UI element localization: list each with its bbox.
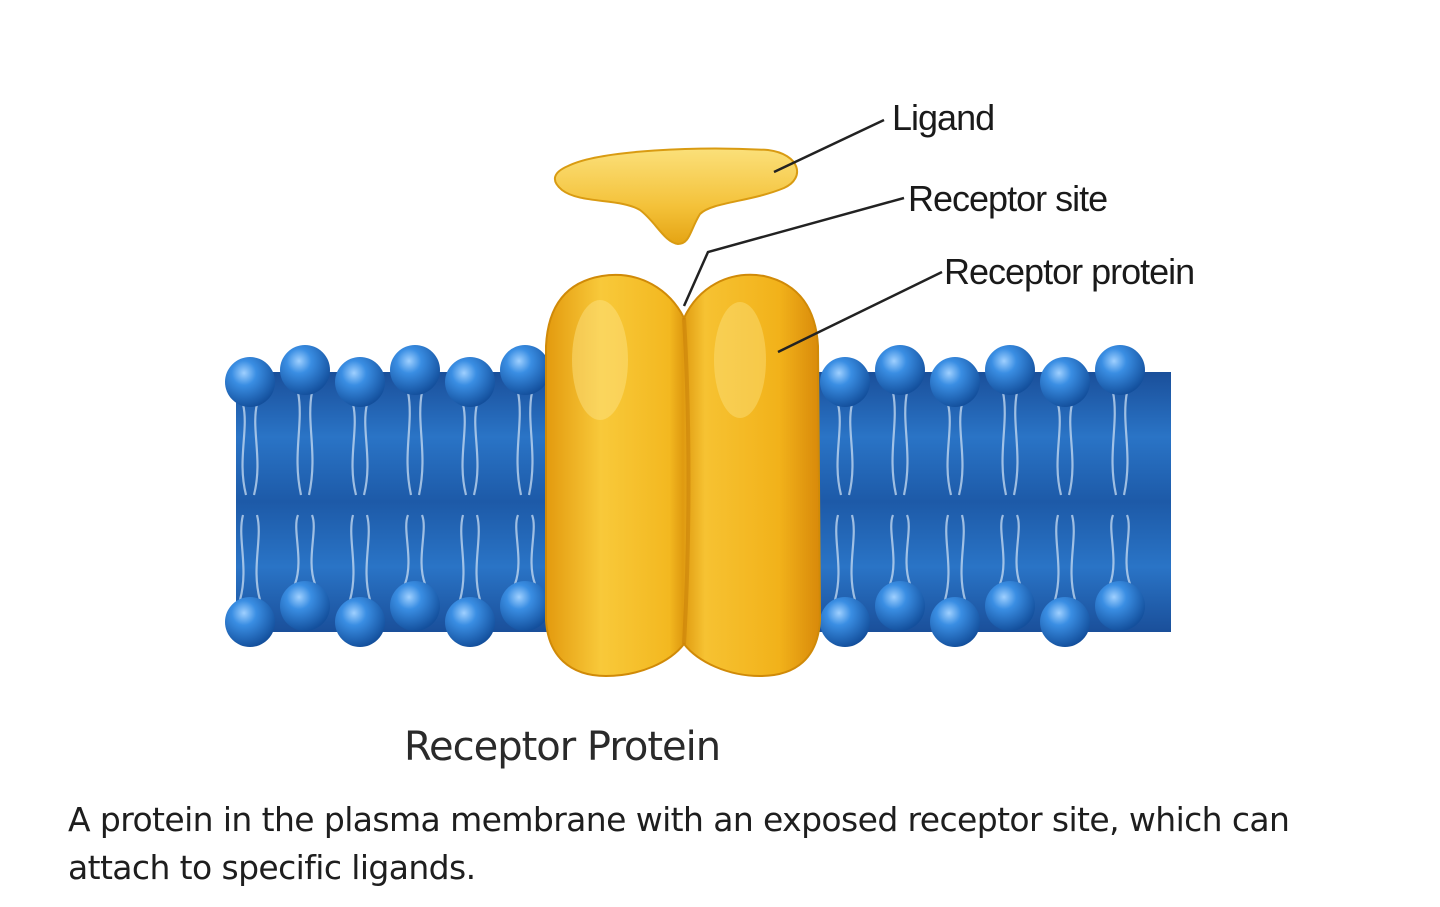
phospholipid-head (390, 581, 440, 631)
diagram-title: Receptor Protein (404, 724, 721, 770)
lipid-tail (475, 514, 482, 601)
phospholipid-head (820, 597, 870, 647)
lipid-tail (1108, 514, 1115, 585)
lipid-tail (417, 391, 424, 496)
phospholipid-head (445, 357, 495, 407)
lipid-tail (255, 514, 262, 601)
phospholipid-head (335, 597, 385, 647)
lipid-tail (888, 514, 895, 585)
lipid-tail (1125, 514, 1132, 585)
lipid-tail (850, 514, 857, 601)
lipid-tail (241, 403, 248, 496)
lipid-tail (238, 514, 245, 601)
phospholipid-head (820, 357, 870, 407)
lipid-tail (420, 514, 427, 585)
receptor-protein-label: Receptor protein (944, 251, 1194, 292)
lipid-tail (403, 514, 410, 585)
phospholipid-head (280, 345, 330, 395)
lipid-tail (365, 514, 372, 601)
phospholipid-head (500, 581, 550, 631)
lipid-tail (1001, 391, 1008, 496)
lipid-tail (513, 514, 520, 585)
lipid-tails (238, 391, 1132, 601)
lipid-tail (998, 514, 1005, 585)
lipid-tail (1053, 514, 1060, 601)
lipid-tail (891, 391, 898, 496)
phospholipid-head (930, 597, 980, 647)
receptor-protein-groove (682, 317, 691, 645)
lipid-tail (406, 391, 413, 496)
lipid-tail (348, 514, 355, 601)
lipid-tail (307, 391, 314, 496)
phospholipid-head (390, 345, 440, 395)
lipid-tail (1067, 403, 1074, 496)
lipid-tail (472, 403, 479, 496)
phospholipid-head (445, 597, 495, 647)
phospholipid-head (225, 357, 275, 407)
lipid-tail (252, 403, 259, 496)
phospholipid-head (1040, 357, 1090, 407)
lipid-tail (1122, 391, 1129, 496)
phospholipid-head (875, 581, 925, 631)
lipid-tail (957, 403, 964, 496)
lipid-tail (1015, 514, 1022, 585)
lipid-tail (1056, 403, 1063, 496)
lipid-tail (296, 391, 303, 496)
lipid-tail (516, 391, 523, 496)
lipid-tail (461, 403, 468, 496)
lipid-tail (530, 514, 537, 585)
lipid-tail (293, 514, 300, 585)
lipid-tail (943, 514, 950, 601)
lipid-tail (527, 391, 534, 496)
membrane-left-band (236, 372, 550, 632)
lipid-tail (847, 403, 854, 496)
phospholipid-head (280, 581, 330, 631)
lipid-tail (1070, 514, 1077, 601)
lipid-tail (1111, 391, 1118, 496)
phospholipid-head (1040, 597, 1090, 647)
lipid-tail (310, 514, 317, 585)
lipid-tail (1012, 391, 1019, 496)
receptor-protein-highlight-right (714, 302, 766, 418)
receptor-site-leader-line (682, 196, 905, 307)
lipid-tail (960, 514, 967, 601)
phospholipid-head (875, 345, 925, 395)
plasma-membrane (225, 345, 1171, 647)
ligand-leader-line (773, 118, 885, 174)
lipid-tail (351, 403, 358, 496)
phospholipid-head (985, 581, 1035, 631)
receptor-protein-leader-line (777, 270, 943, 354)
lipid-tail (362, 403, 369, 496)
callout-lines (682, 118, 943, 354)
lipid-tail (833, 514, 840, 601)
phospholipid-head (1095, 581, 1145, 631)
phospholipid-head (500, 345, 550, 395)
phospholipid-heads (225, 345, 1145, 647)
ligand-shape (553, 147, 799, 246)
phospholipid-head (1095, 345, 1145, 395)
phospholipid-head (225, 597, 275, 647)
receptor-site-label: Receptor site (908, 178, 1107, 219)
receptor-protein-body (545, 273, 822, 678)
lipid-tail (905, 514, 912, 585)
lipid-tail (946, 403, 953, 496)
lipid-tail (836, 403, 843, 496)
receptor-protein-shape (545, 273, 822, 678)
diagram-description: A protein in the plasma membrane with an… (68, 800, 1290, 887)
phospholipid-head (985, 345, 1035, 395)
phospholipid-head (930, 357, 980, 407)
lipid-tail (902, 391, 909, 496)
lipid-tail (458, 514, 465, 601)
phospholipid-head (335, 357, 385, 407)
receptor-protein-highlight-left (572, 300, 628, 420)
ligand-label: Ligand (892, 97, 994, 138)
